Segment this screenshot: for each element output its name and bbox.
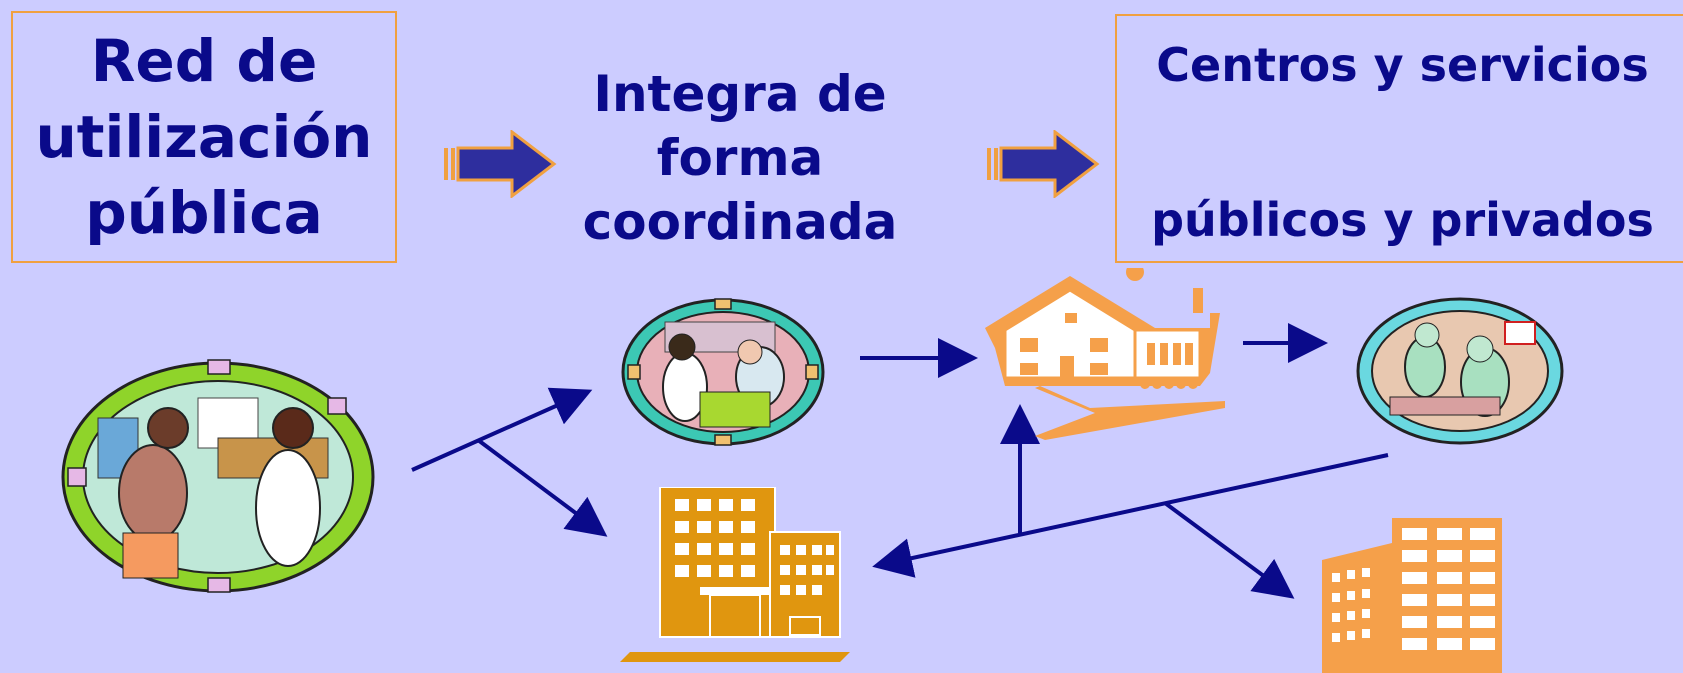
hospital-icon [620, 487, 850, 662]
arrow-to-hospital [476, 438, 608, 537]
surgery-illustration [1356, 297, 1564, 445]
arrow-surgery-to-hospital [872, 453, 1389, 578]
middle-text-integra: Integra de forma coordinada [560, 62, 920, 254]
arrow-to-clinic [411, 387, 593, 472]
block-arrow-icon-1 [444, 130, 557, 198]
clinic-exam-illustration [621, 298, 825, 446]
arrow-to-apartments [1163, 501, 1295, 599]
block-arrow-icon-2 [987, 130, 1100, 198]
left-box-line-3: pública [85, 179, 323, 247]
house-icon [985, 268, 1225, 440]
left-box-line-2: utilización [35, 103, 373, 171]
middle-text-line-3: coordinada [582, 193, 898, 251]
right-box-line-1: Centros y servicios [1156, 38, 1649, 92]
apartment-building-icon [1322, 518, 1502, 673]
middle-text-line-2: forma [656, 129, 824, 187]
right-box-line-2: públicos y privados [1151, 193, 1654, 247]
left-box-line-1: Red de [90, 27, 318, 95]
middle-text-line-1: Integra de [593, 65, 887, 123]
box-red-utilizacion-publica: Red de utilización pública [11, 11, 397, 263]
patient-doctor-illustration [61, 359, 375, 593]
box-centros-servicios: Centros y servicios públicos y privados [1115, 14, 1683, 263]
